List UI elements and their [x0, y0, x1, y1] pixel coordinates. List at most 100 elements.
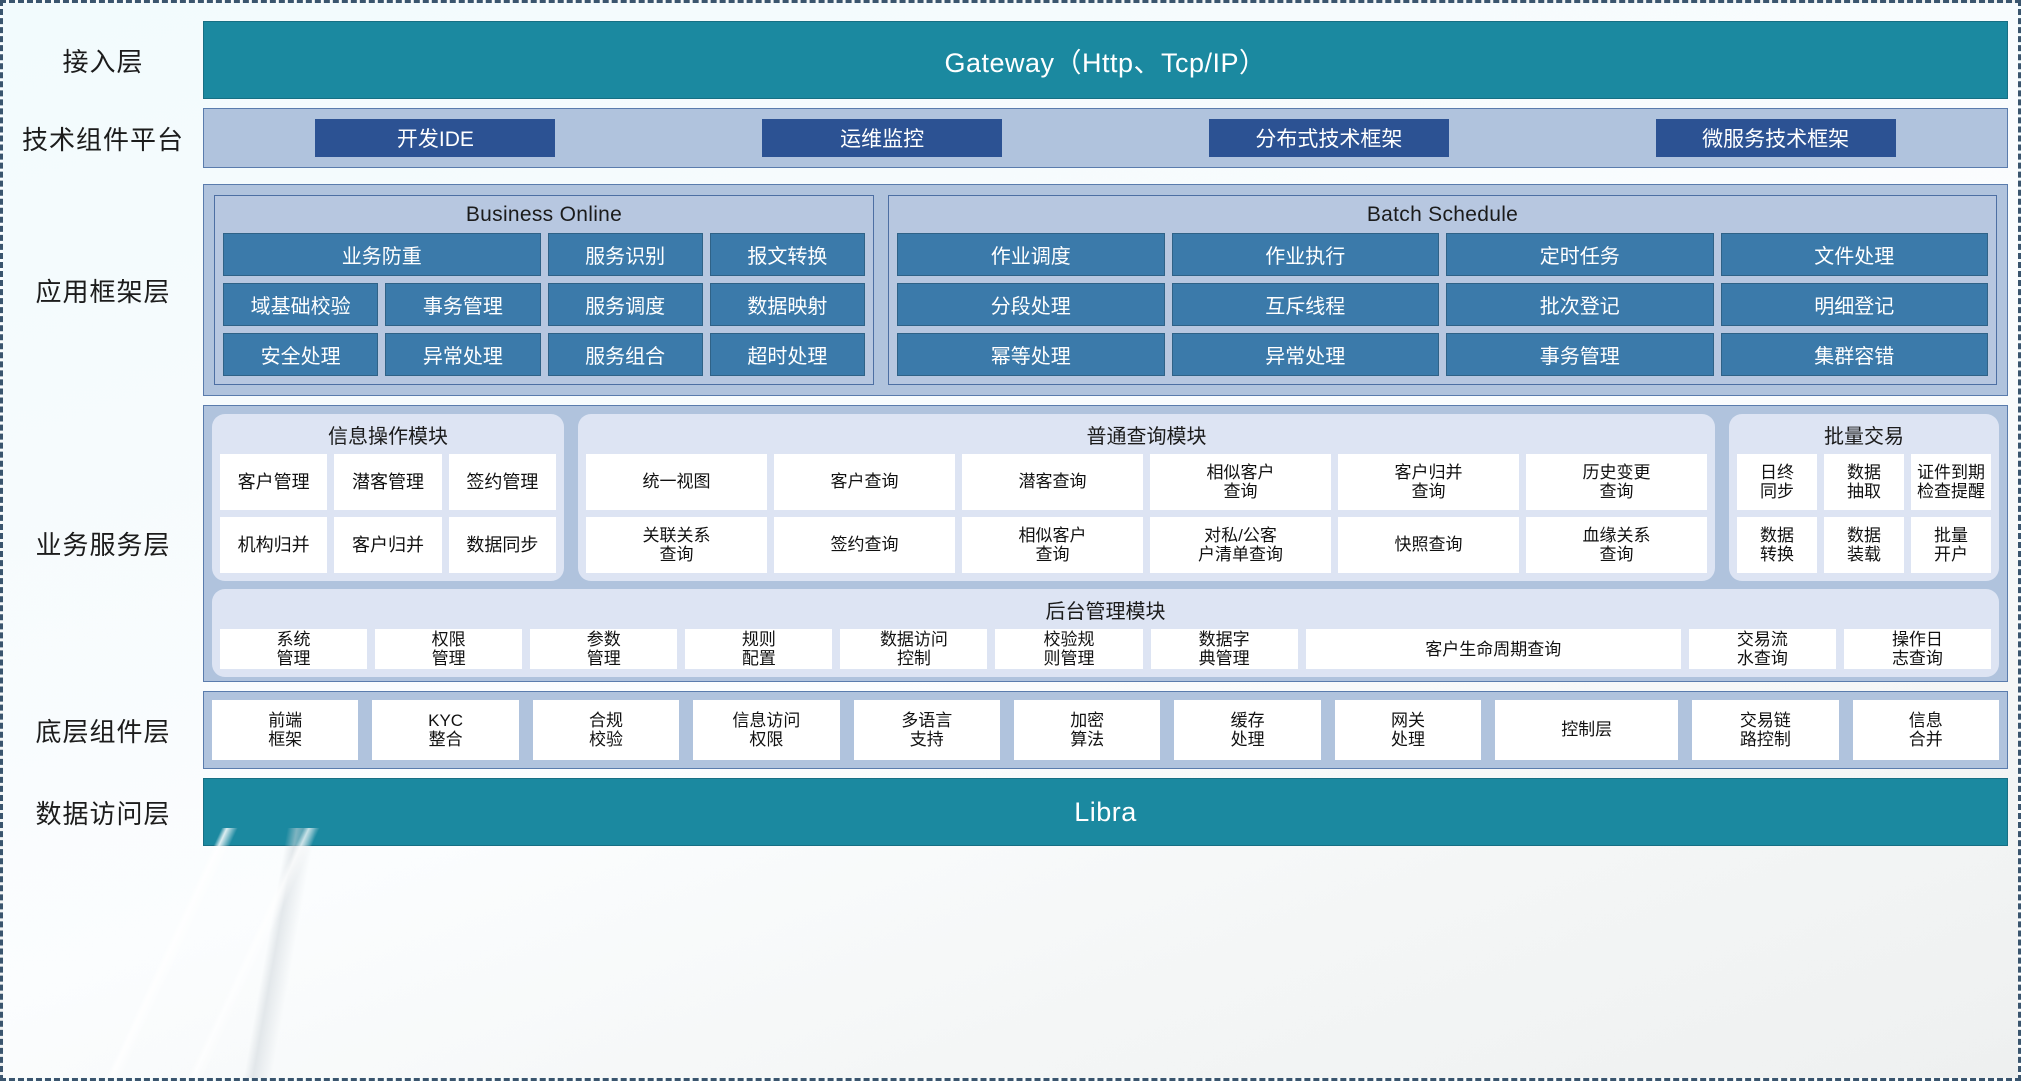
- app-framework-cell[interactable]: 批次登记: [1446, 283, 1714, 326]
- business-service-band: 信息操作模块 客户管理潜客管理签约管理机构归并客户归并数据同步 普通查询模块 统…: [203, 405, 2008, 682]
- gateway-bar: Gateway（Http、Tcp/IP）: [203, 21, 2008, 99]
- admin-cell[interactable]: 校验规则管理: [995, 629, 1143, 670]
- admin-cell[interactable]: 规则配置: [685, 629, 833, 670]
- component-cell[interactable]: 前端框架: [212, 700, 359, 760]
- app-framework-cell[interactable]: 文件处理: [1720, 233, 1988, 276]
- layer-label-app-framework: 应用框架层: [35, 276, 171, 307]
- admin-cell[interactable]: 交易流水查询: [1688, 629, 1836, 670]
- layer-access: 接入层 Gateway（Http、Tcp/IP）: [3, 21, 2018, 99]
- module-title: 后台管理模块: [1045, 601, 1166, 623]
- app-framework-cell[interactable]: 服务识别: [547, 233, 703, 276]
- component-cell[interactable]: 加密算法: [1013, 700, 1161, 760]
- app-framework-cell[interactable]: 异常处理: [385, 333, 541, 376]
- service-cell[interactable]: 日终同步: [1737, 454, 1817, 510]
- module-info-operation: 信息操作模块 客户管理潜客管理签约管理机构归并客户归并数据同步: [212, 414, 564, 581]
- module-title: 批量交易: [1824, 426, 1904, 448]
- service-cell[interactable]: 客户查询: [774, 454, 955, 510]
- service-cell[interactable]: 批量开户: [1911, 517, 1991, 573]
- app-framework-cell[interactable]: 作业调度: [897, 233, 1165, 276]
- service-cell[interactable]: 机构归并: [220, 517, 328, 573]
- module-common-query: 普通查询模块 统一视图客户查询潜客查询相似客户查询客户归并查询历史变更查询关联关…: [578, 414, 1715, 581]
- admin-cell[interactable]: 权限管理: [375, 629, 523, 670]
- service-cell[interactable]: 签约管理: [448, 454, 556, 510]
- tech-item[interactable]: 分布式技术框架: [1208, 119, 1449, 157]
- layer-label-tech-platform: 技术组件平台: [21, 124, 184, 155]
- app-framework-cell[interactable]: 超时处理: [709, 333, 865, 376]
- app-framework-cell[interactable]: 安全处理: [223, 333, 379, 376]
- service-cell[interactable]: 关联关系查询: [586, 517, 767, 573]
- service-cell[interactable]: 客户归并: [334, 517, 442, 573]
- admin-cell[interactable]: 操作日志查询: [1843, 629, 1991, 670]
- component-cell[interactable]: 信息访问权限: [693, 700, 840, 760]
- app-framework-cell[interactable]: 作业执行: [1171, 233, 1439, 276]
- service-cell[interactable]: 客户管理: [220, 454, 328, 510]
- component-cell[interactable]: 缓存处理: [1174, 700, 1321, 760]
- service-cell[interactable]: 相似客户查询: [962, 517, 1143, 573]
- layer-data-access: 数据访问层 Libra: [3, 778, 2018, 846]
- service-cell[interactable]: 数据装载: [1824, 517, 1904, 573]
- app-framework-cell[interactable]: 明细登记: [1720, 283, 1988, 326]
- module-grid: 统一视图客户查询潜客查询相似客户查询客户归并查询历史变更查询关联关系查询签约查询…: [586, 454, 1707, 573]
- app-framework-cell[interactable]: 互斥线程: [1171, 283, 1439, 326]
- admin-cell[interactable]: 数据访问控制: [840, 629, 988, 670]
- admin-cell[interactable]: 系统管理: [220, 629, 368, 670]
- service-cell[interactable]: 统一视图: [586, 454, 767, 510]
- component-cell[interactable]: 合规校验: [532, 700, 680, 760]
- tech-item[interactable]: 开发IDE: [315, 119, 556, 157]
- app-framework-cell[interactable]: 业务防重: [223, 233, 541, 276]
- app-framework-cell[interactable]: 数据映射: [709, 283, 865, 326]
- admin-grid: 系统管理权限管理参数管理规则配置数据访问控制校验规则管理数据字典管理客户生命周期…: [220, 629, 1991, 670]
- service-cell[interactable]: 潜客管理: [334, 454, 442, 510]
- app-framework-cell[interactable]: 域基础校验: [223, 283, 379, 326]
- module-grid: 日终同步数据抽取证件到期检查提醒数据转换数据装载批量开户: [1737, 454, 1991, 573]
- tech-platform-band: 开发IDE 运维监控 分布式技术框架 微服务技术框架: [203, 108, 2008, 168]
- service-cell[interactable]: 血缘关系查询: [1526, 517, 1707, 573]
- service-cell[interactable]: 数据抽取: [1824, 454, 1904, 510]
- layer-app-framework: 应用框架层 Business Online 业务防重服务识别报文转换域基础校验事…: [3, 184, 2018, 396]
- service-cell[interactable]: 相似客户查询: [1150, 454, 1331, 510]
- component-cell[interactable]: 网关处理: [1334, 700, 1482, 760]
- app-framework-cell[interactable]: 集群容错: [1720, 333, 1988, 376]
- app-framework-cell[interactable]: 幂等处理: [897, 333, 1165, 376]
- business-online-grid: 业务防重服务识别报文转换域基础校验事务管理服务调度数据映射安全处理异常处理服务组…: [223, 233, 865, 376]
- layer-tech-platform: 技术组件平台 开发IDE 运维监控 分布式技术框架 微服务技术框架: [3, 108, 2018, 168]
- group-title: Business Online: [465, 203, 623, 226]
- tech-item[interactable]: 运维监控: [762, 119, 1003, 157]
- service-cell[interactable]: 数据转换: [1737, 517, 1817, 573]
- admin-cell[interactable]: 客户生命周期查询: [1305, 629, 1681, 670]
- service-cell[interactable]: 对私/公客户清单查询: [1150, 517, 1331, 573]
- admin-cell[interactable]: 数据字典管理: [1150, 629, 1298, 670]
- service-cell[interactable]: 数据同步: [448, 517, 556, 573]
- service-cell[interactable]: 证件到期检查提醒: [1911, 454, 1991, 510]
- component-cell[interactable]: 多语言支持: [853, 700, 1000, 760]
- layer-label-business-service: 业务服务层: [35, 530, 171, 560]
- admin-cell[interactable]: 参数管理: [530, 629, 678, 670]
- component-cell[interactable]: 信息合并: [1852, 700, 1999, 760]
- component-cell[interactable]: 控制层: [1495, 700, 1679, 760]
- layer-business-service: 业务服务层 信息操作模块 客户管理潜客管理签约管理机构归并客户归并数据同步 普通…: [3, 405, 2018, 682]
- tech-item[interactable]: 微服务技术框架: [1655, 119, 1896, 157]
- app-framework-cell[interactable]: 服务调度: [547, 283, 703, 326]
- layer-label-bottom-component: 底层组件层: [35, 716, 171, 747]
- app-framework-band: Business Online 业务防重服务识别报文转换域基础校验事务管理服务调…: [203, 184, 2008, 396]
- service-cell[interactable]: 客户归并查询: [1338, 454, 1519, 510]
- app-framework-cell[interactable]: 分段处理: [897, 283, 1165, 326]
- service-cell[interactable]: 快照查询: [1338, 517, 1519, 573]
- app-framework-cell[interactable]: 事务管理: [1446, 333, 1714, 376]
- app-framework-cell[interactable]: 事务管理: [385, 283, 541, 326]
- app-framework-cell[interactable]: 异常处理: [1171, 333, 1439, 376]
- app-framework-cell[interactable]: 定时任务: [1446, 233, 1714, 276]
- module-grid: 客户管理潜客管理签约管理机构归并客户归并数据同步: [220, 454, 556, 573]
- module-batch-transaction: 批量交易 日终同步数据抽取证件到期检查提醒数据转换数据装载批量开户: [1729, 414, 1999, 581]
- app-framework-cell[interactable]: 服务组合: [547, 333, 703, 376]
- service-cell[interactable]: 签约查询: [774, 517, 955, 573]
- module-title: 信息操作模块: [328, 426, 448, 448]
- component-cell[interactable]: 交易链路控制: [1692, 700, 1839, 760]
- batch-schedule-grid: 作业调度作业执行定时任务文件处理分段处理互斥线程批次登记明细登记幂等处理异常处理…: [897, 233, 1988, 376]
- service-cell[interactable]: 潜客查询: [962, 454, 1143, 510]
- service-cell[interactable]: 历史变更查询: [1526, 454, 1707, 510]
- module-admin-management: 后台管理模块 系统管理权限管理参数管理规则配置数据访问控制校验规则管理数据字典管…: [212, 589, 1999, 678]
- app-framework-cell[interactable]: 报文转换: [709, 233, 865, 276]
